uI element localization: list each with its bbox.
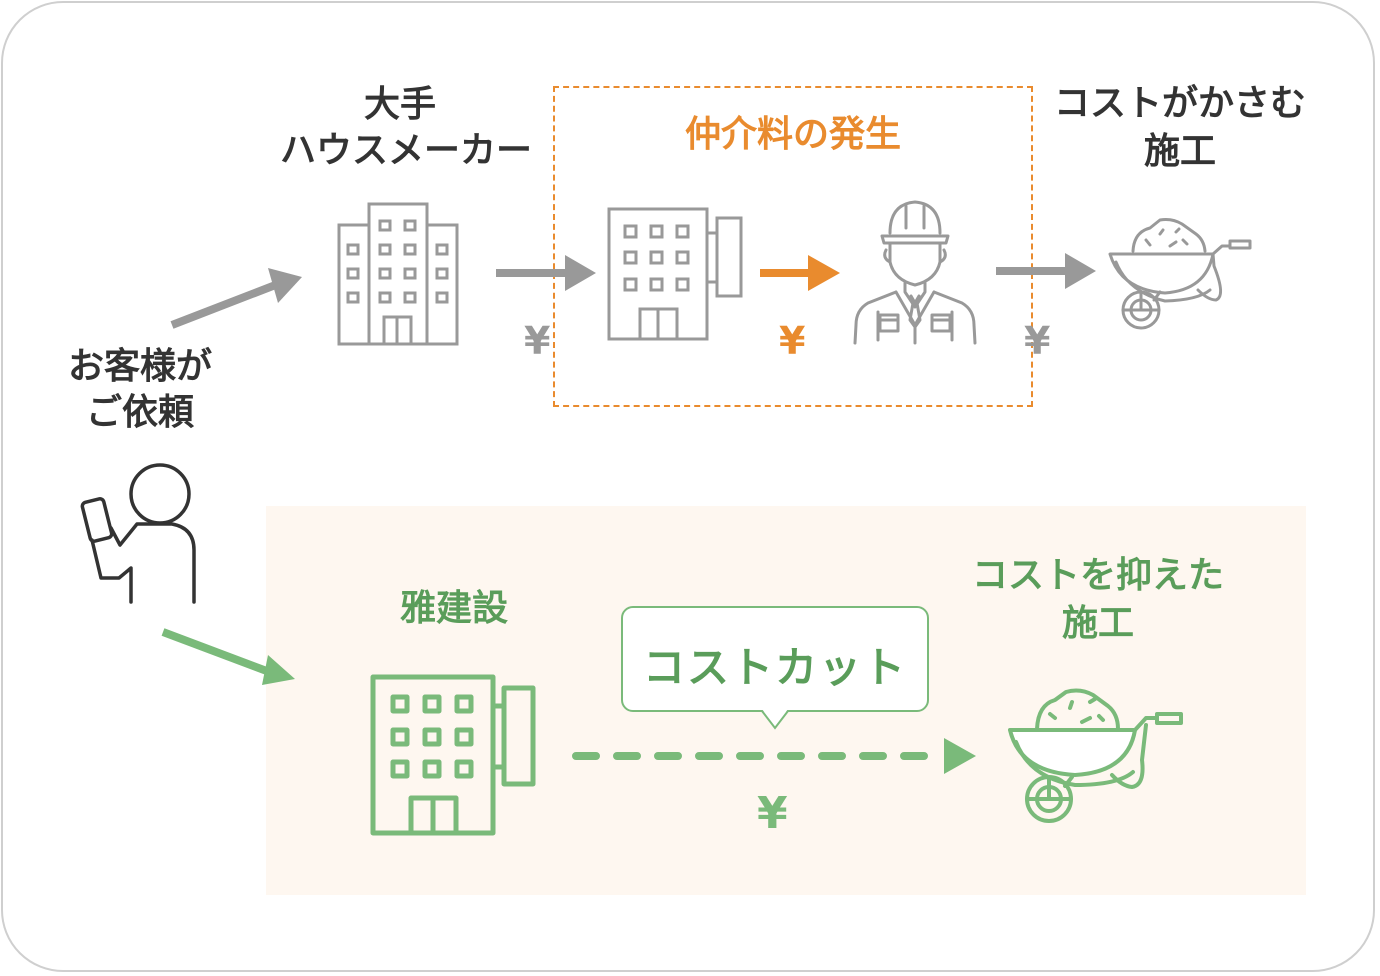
reduced-cost-label-line2: 施工 xyxy=(1061,603,1134,644)
customer-request-label: お客様が ご依頼 xyxy=(50,344,230,436)
customer-request-label-line2: ご依頼 xyxy=(85,392,194,433)
wheelbarrow-costly-icon xyxy=(1108,218,1252,330)
intermediary-fee-label: 仲介料の発生 xyxy=(684,114,901,155)
reduced-cost-construction-label: コストを抑えた 施工 xyxy=(960,552,1236,648)
arrow-customer-to-builder xyxy=(170,268,302,329)
intermediary-fee-box xyxy=(553,86,1033,407)
construction-worker-icon xyxy=(853,200,977,345)
major-builder-label: 大手 ハウスメーカー xyxy=(280,82,533,174)
yen-icon-1: ¥ xyxy=(524,319,551,363)
costly-construction-label-line1: コストがかさむ xyxy=(1053,83,1306,124)
customer-request-label-line1: お客様が xyxy=(67,346,212,387)
yen-icon-3: ¥ xyxy=(1024,319,1051,363)
costly-construction-label: コストがかさむ 施工 xyxy=(1050,80,1310,176)
costly-construction-label-line2: 施工 xyxy=(1143,131,1216,172)
arrow-agent-to-worker xyxy=(760,255,840,291)
arrow-company-to-construction-dashed xyxy=(572,738,976,774)
yen-icon-bottom: ¥ xyxy=(757,788,788,839)
wheelbarrow-reduced-cost-icon xyxy=(1008,688,1183,823)
major-builder-label-line1: 大手 xyxy=(363,84,436,125)
yen-icon-2: ¥ xyxy=(779,319,806,363)
arrow-builder-to-agent xyxy=(496,255,596,291)
callout-tail xyxy=(761,709,789,730)
reduced-cost-label-line1: コストを抑えた xyxy=(971,555,1224,596)
arrow-customer-to-company xyxy=(161,628,295,685)
cost-cut-callout: コストカット xyxy=(621,606,929,712)
major-builder-building-icon xyxy=(337,202,459,346)
major-builder-label-line2: ハウスメーカー xyxy=(280,130,533,171)
arrow-worker-to-construction xyxy=(996,253,1096,289)
company-office-building-icon xyxy=(370,674,536,836)
customer-with-phone-icon xyxy=(80,463,196,604)
agent-office-building-icon xyxy=(607,207,743,341)
company-label: 雅建設 xyxy=(399,588,508,629)
cost-cut-callout-text: コストカット xyxy=(642,643,907,692)
